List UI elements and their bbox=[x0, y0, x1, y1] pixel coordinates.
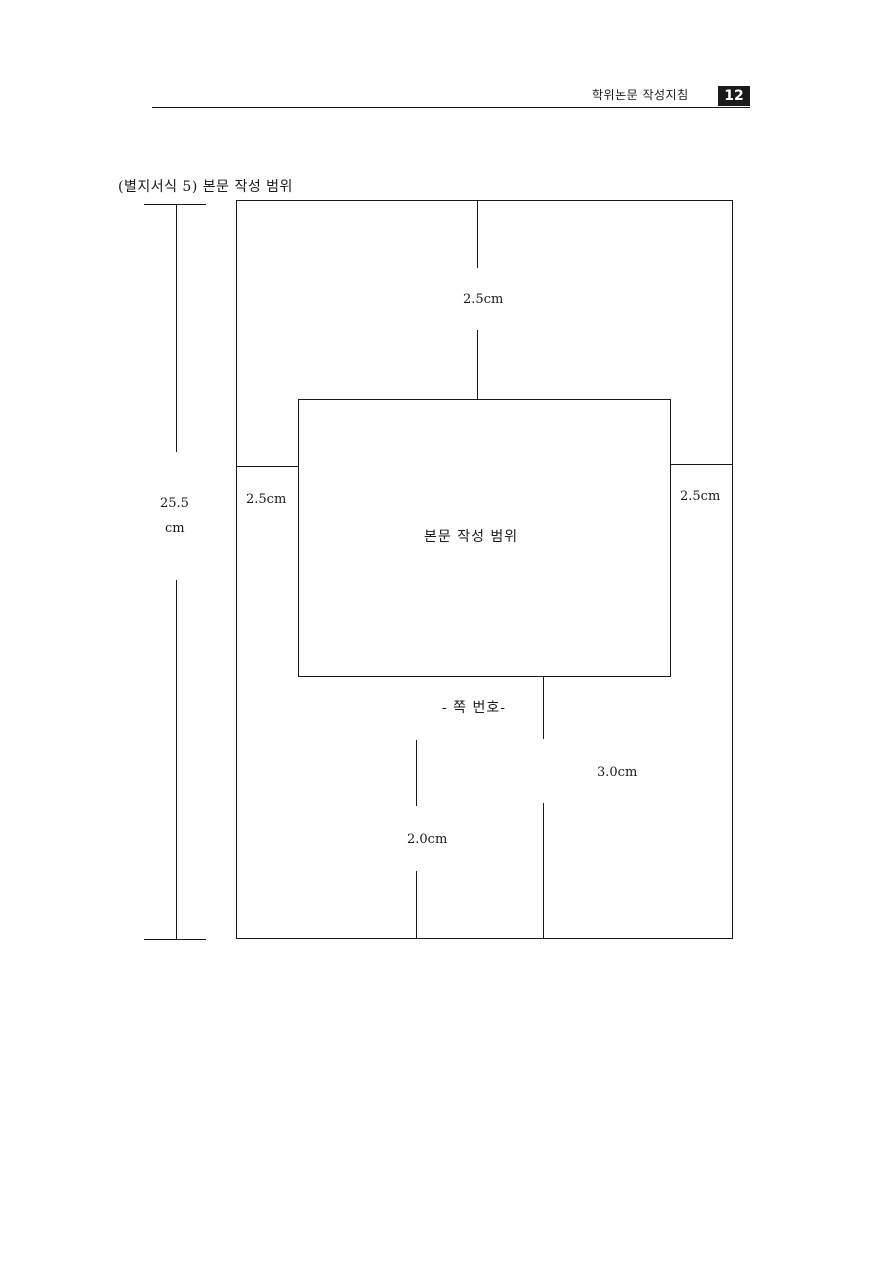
top-margin-line-upper bbox=[477, 200, 478, 268]
footer-margin-line-upper bbox=[416, 740, 417, 806]
page-height-value: 25.5 bbox=[160, 496, 189, 511]
bottom-margin-line-upper bbox=[543, 677, 544, 739]
footer-margin-label: 2.0cm bbox=[407, 832, 448, 847]
figure-caption: (별지서식 5) 본문 작성 범위 bbox=[118, 179, 293, 195]
page-height-unit: cm bbox=[165, 521, 185, 536]
bottom-margin-label: 3.0cm bbox=[597, 765, 638, 780]
page-number-label: - 쪽 번호- bbox=[442, 700, 507, 716]
footer-margin-line-lower bbox=[416, 871, 417, 939]
body-area bbox=[298, 399, 671, 677]
right-margin-line bbox=[671, 464, 733, 465]
page-number-badge: 12 bbox=[718, 86, 750, 106]
left-margin-label: 2.5cm bbox=[246, 492, 287, 507]
top-margin-label: 2.5cm bbox=[463, 292, 504, 307]
running-header-title: 학위논문 작성지침 bbox=[592, 88, 689, 102]
top-margin-line-lower bbox=[477, 330, 478, 400]
height-dimension-line-lower bbox=[176, 580, 177, 939]
page-outline bbox=[236, 200, 733, 939]
height-dimension-line-upper bbox=[176, 204, 177, 452]
header-rule bbox=[152, 107, 750, 108]
body-area-label: 본문 작성 범위 bbox=[424, 529, 519, 545]
right-margin-label: 2.5cm bbox=[680, 489, 721, 504]
bottom-margin-line-lower bbox=[543, 803, 544, 939]
height-dimension-bottom-tick bbox=[144, 939, 206, 940]
left-margin-line bbox=[236, 466, 298, 467]
height-dimension-top-tick bbox=[144, 204, 206, 205]
